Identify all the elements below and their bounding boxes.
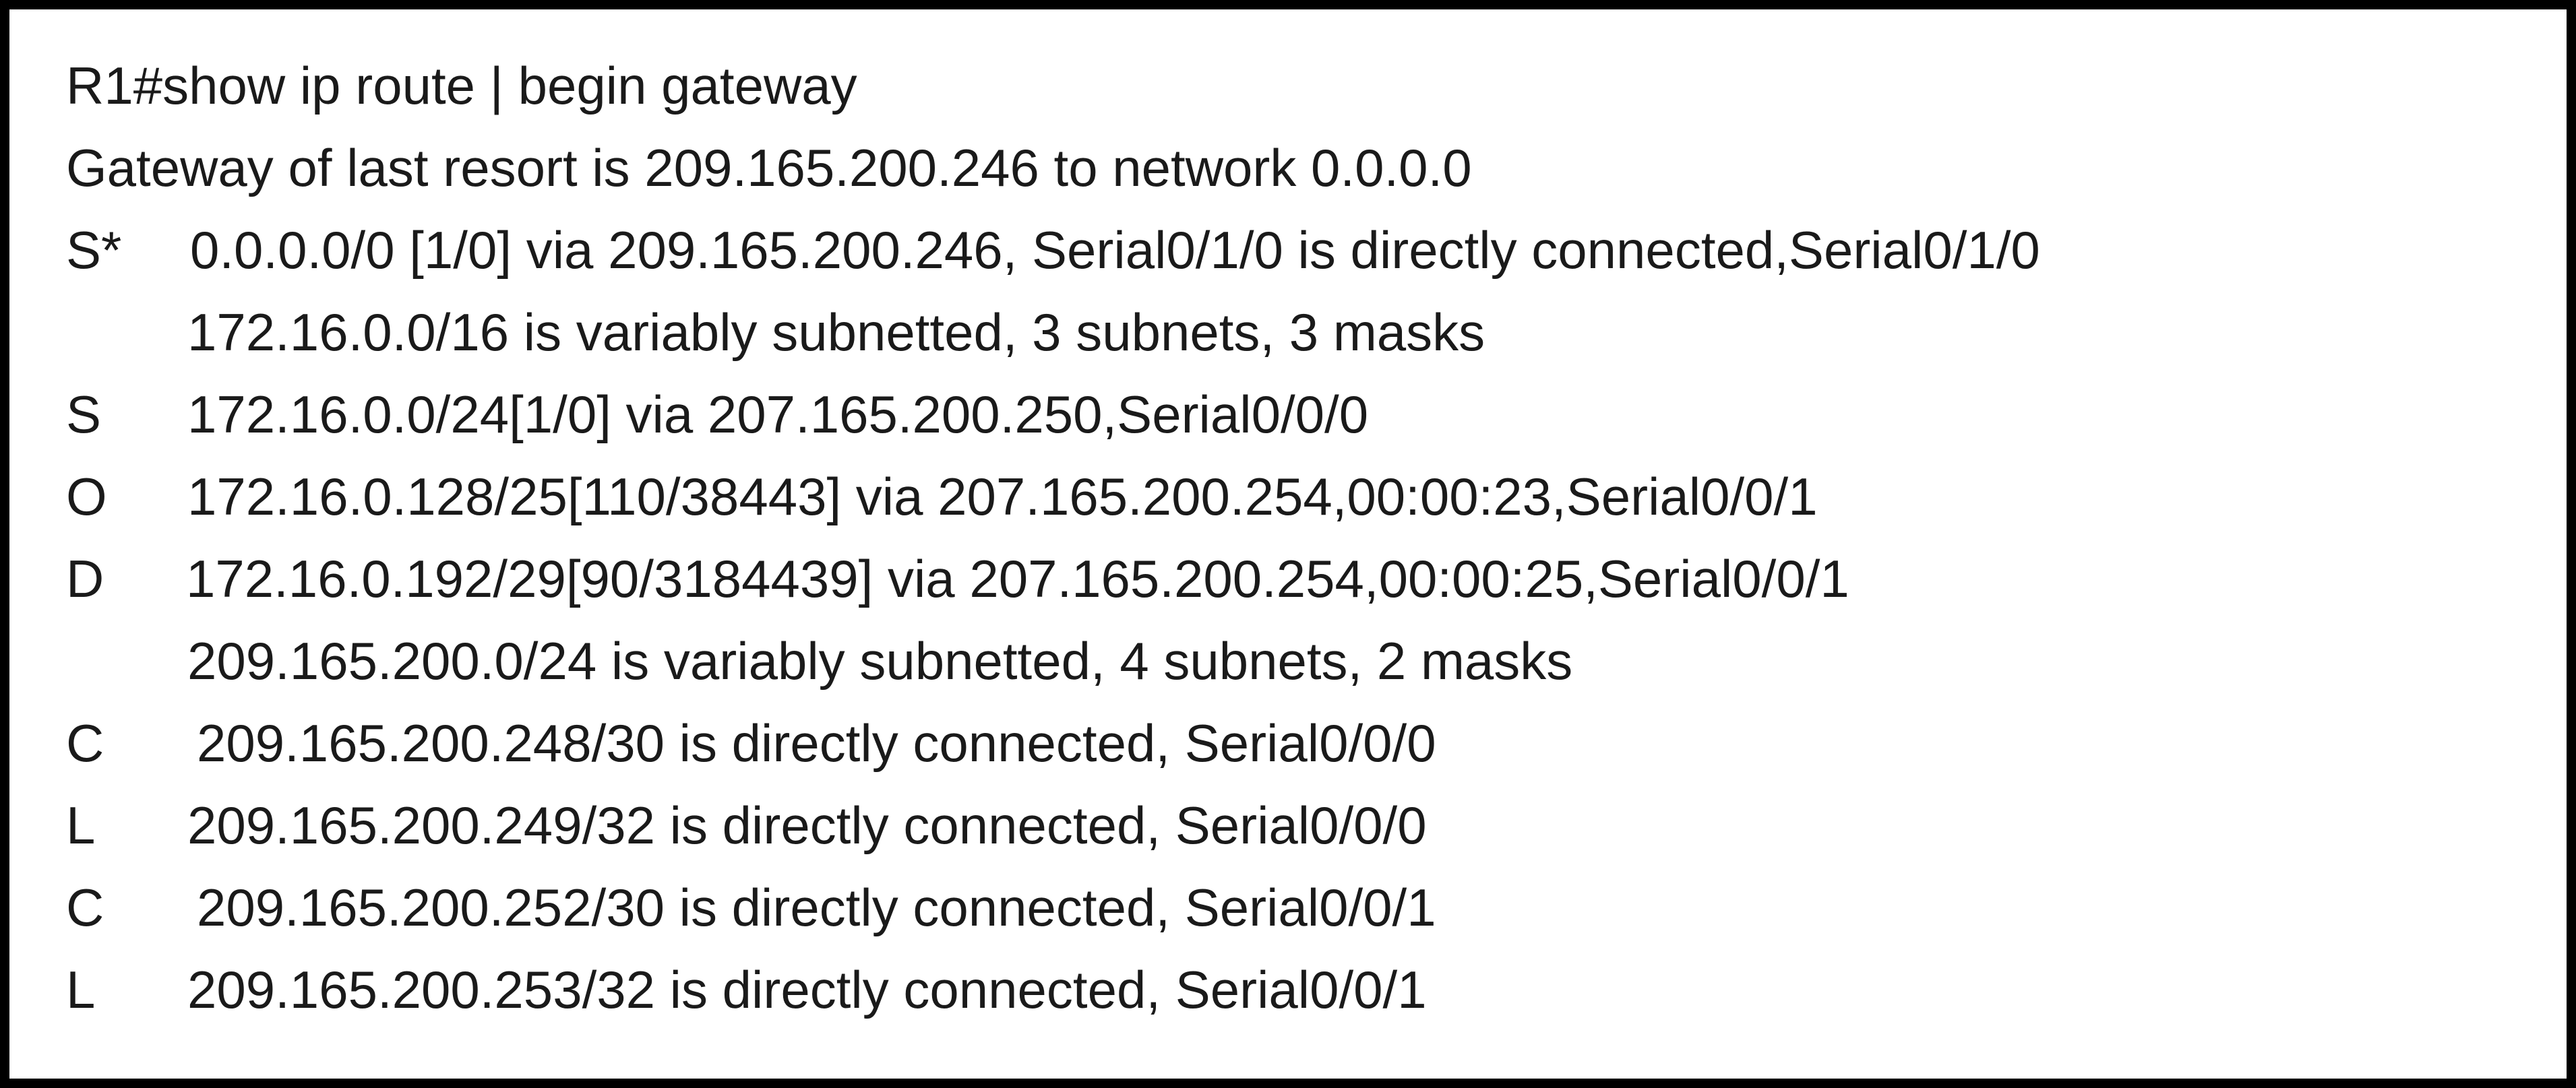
route-code: L: [66, 960, 96, 1019]
route-text: 209.165.200.0/24 is variably subnetted, …: [187, 631, 1573, 691]
route-code: C: [66, 878, 104, 937]
route-code: L: [66, 796, 96, 855]
route-code: C: [66, 713, 104, 773]
route-line: L 209.165.200.249/32 is directly connect…: [66, 784, 2540, 866]
gateway-line: Gateway of last resort is 209.165.200.24…: [66, 127, 2540, 209]
route-line: C 209.165.200.248/30 is directly connect…: [66, 702, 2540, 784]
route-text: 209.165.200.252/30 is directly connected…: [197, 878, 1436, 937]
route-line: D 172.16.0.192/29[90/3184439] via 207.16…: [66, 538, 2540, 620]
route-text: 172.16.0.0/16 is variably subnetted, 3 s…: [187, 302, 1485, 362]
route-code: D: [66, 549, 104, 608]
route-text: 209.165.200.253/32 is directly connected…: [187, 960, 1427, 1019]
command-line: R1#show ip route | begin gateway: [66, 44, 2540, 127]
route-text: 209.165.200.249/32 is directly connected…: [187, 796, 1427, 855]
command-text: R1#show ip route | begin gateway: [66, 56, 857, 115]
route-code: S: [66, 385, 102, 444]
route-text: 0.0.0.0/0 [1/0] via 209.165.200.246, Ser…: [190, 220, 2040, 280]
route-summary-line: 209.165.200.0/24 is variably subnetted, …: [66, 620, 2540, 702]
routing-table-output: R1#show ip route | begin gateway Gateway…: [66, 44, 2540, 1052]
route-text: 172.16.0.128/25[110/38443] via 207.165.2…: [187, 467, 1818, 526]
route-line: S* 0.0.0.0/0 [1/0] via 209.165.200.246, …: [66, 209, 2540, 291]
route-line: O 172.16.0.128/25[110/38443] via 207.165…: [66, 455, 2540, 538]
route-text: 172.16.0.192/29[90/3184439] via 207.165.…: [186, 549, 1849, 608]
route-line: C 209.165.200.252/30 is directly connect…: [66, 866, 2540, 949]
route-summary-line: 172.16.0.0/16 is variably subnetted, 3 s…: [66, 291, 2540, 373]
route-code: S*: [66, 220, 122, 280]
route-line: S 172.16.0.0/24[1/0] via 207.165.200.250…: [66, 373, 2540, 455]
route-text: 209.165.200.248/30 is directly connected…: [197, 713, 1436, 773]
route-line: L 209.165.200.253/32 is directly connect…: [66, 949, 2540, 1031]
gateway-text: Gateway of last resort is 209.165.200.24…: [66, 138, 1472, 197]
route-text: 172.16.0.0/24[1/0] via 207.165.200.250,S…: [187, 385, 1369, 444]
route-code: O: [66, 467, 107, 526]
